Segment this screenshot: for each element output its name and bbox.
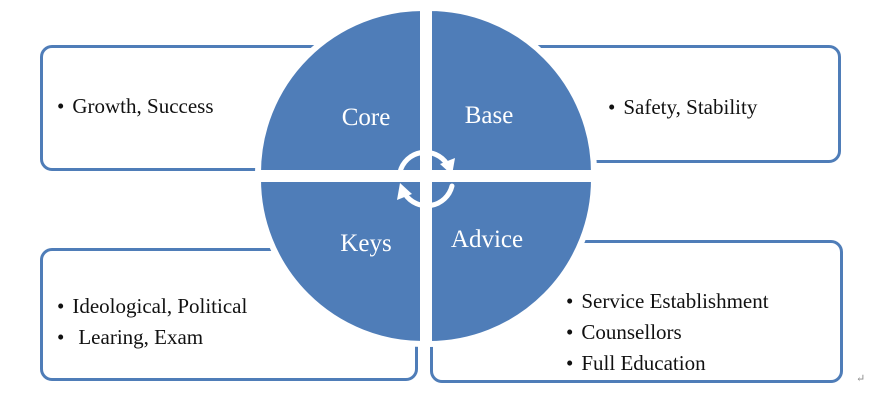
label-advice: Advice xyxy=(451,226,523,253)
box-item: Learing, Exam xyxy=(57,322,247,353)
quadrant-core xyxy=(255,5,426,176)
quadrant-base xyxy=(426,5,597,176)
label-core: Core xyxy=(342,104,391,131)
box-item: Growth, Success xyxy=(57,91,213,122)
box-item: Ideological, Political xyxy=(57,291,247,322)
box-item: Counsellors xyxy=(566,317,769,348)
paragraph-mark: ↵ xyxy=(856,373,866,385)
quadrant-keys xyxy=(255,176,426,347)
quadrant-advice xyxy=(426,176,597,347)
label-base: Base xyxy=(465,102,514,129)
box-item: Service Establishment xyxy=(566,286,768,317)
box-item: Safety, Stability xyxy=(608,92,757,123)
box-item: Full Education xyxy=(566,348,769,379)
cycle-arrows-icon xyxy=(397,149,455,209)
safety-stability-box: Safety, Stability xyxy=(523,45,841,163)
label-keys: Keys xyxy=(340,230,391,257)
